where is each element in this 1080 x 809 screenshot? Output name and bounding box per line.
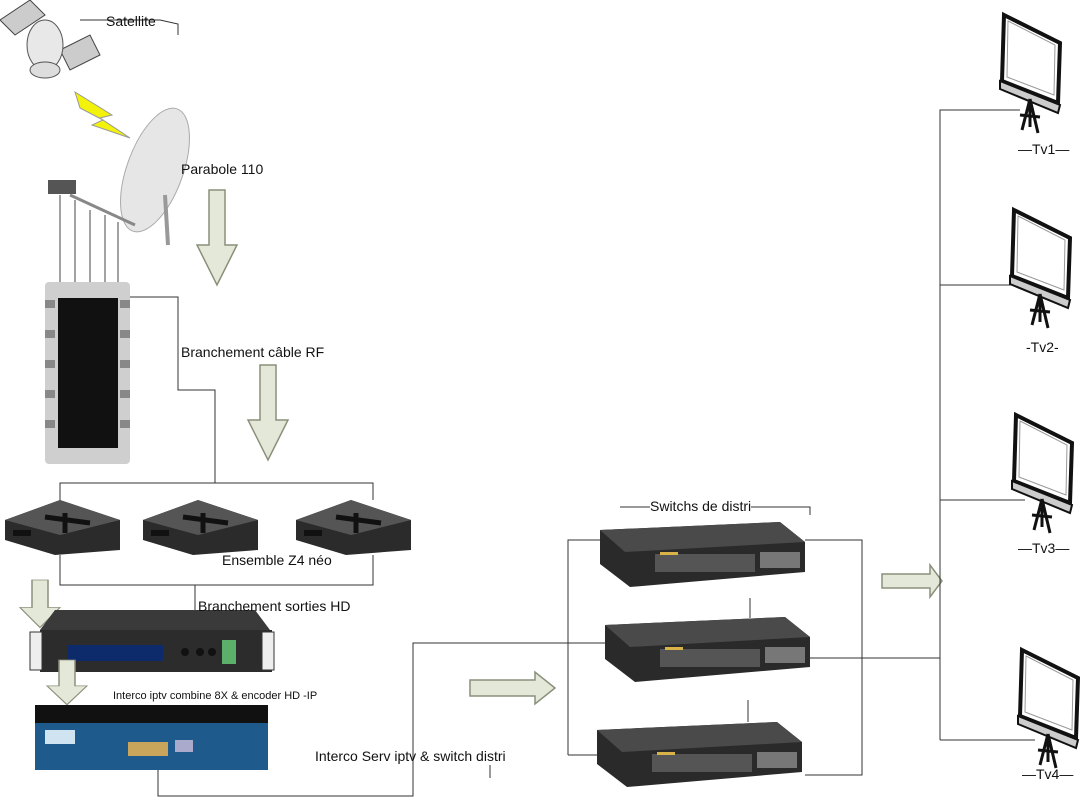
encoder-label: Interco iptv combine 8X & encoder HD -IP (113, 690, 318, 702)
receiver-3-icon (296, 500, 411, 555)
satellite-dish-icon (48, 107, 190, 290)
satellite-icon (0, 0, 101, 79)
iptv-server-icon (35, 705, 268, 770)
encoder-rack-icon (29, 610, 275, 672)
tv4-label: —Tv4— (1022, 766, 1074, 782)
switch-1-icon (600, 522, 805, 587)
satellite-label-line (80, 19, 179, 35)
arrow-down-icon (247, 364, 289, 461)
tv1-label: —Tv1— (1018, 141, 1070, 157)
tv3-screen-icon (1010, 413, 1074, 535)
switch-2-icon (605, 617, 810, 682)
switch-3-icon (597, 722, 802, 787)
rf-cable-label: Branchement câble RF (181, 344, 325, 360)
receivers-label: Ensemble Z4 néo (222, 552, 332, 568)
arrow-right-icon (881, 562, 943, 600)
receiver-1-icon (5, 500, 120, 555)
tv3-label: —Tv3— (1018, 540, 1070, 556)
arrow-right-icon (469, 670, 557, 706)
arrow-down-icon (196, 189, 238, 286)
switches-label: Switchs de distri (650, 498, 752, 514)
tv1-screen-icon (998, 13, 1062, 135)
multiswitch-icon (45, 282, 130, 464)
tv4-screen-icon (1016, 648, 1080, 770)
receiver-2-icon (143, 500, 258, 555)
dish-label: Parabole 110 (181, 161, 264, 177)
hd-outputs-label: Branchement sorties HD (198, 598, 351, 614)
signal-lightning-icon (74, 90, 131, 139)
server-switch-label: Interco Serv iptv & switch distri (315, 748, 506, 764)
tv2-label: -Tv2- (1026, 339, 1059, 355)
tv2-screen-icon (1008, 208, 1072, 330)
satellite-label: Satellite (106, 13, 156, 29)
